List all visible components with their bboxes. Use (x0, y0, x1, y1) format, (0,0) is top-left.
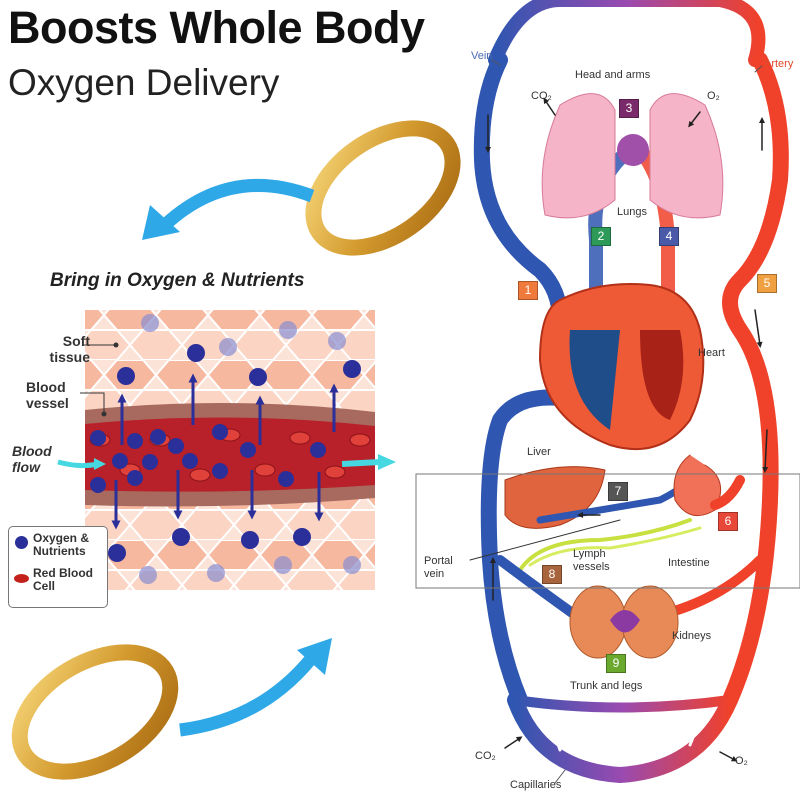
marker-8: 8 (542, 565, 562, 584)
headline: Boosts Whole Body (8, 2, 425, 53)
marker-9: 9 (606, 654, 626, 673)
curved-arrow-top-icon (142, 179, 315, 240)
curved-arrow-bottom-icon (179, 638, 332, 737)
gold-ring-bottom (11, 644, 179, 780)
label-o2-top: O₂ (707, 90, 720, 102)
label-heart: Heart (698, 347, 725, 359)
blood-vessel-diagram (57, 310, 396, 590)
vessel-diagram-title: Bring in Oxygen & Nutrients (50, 270, 305, 291)
label-vein: Vein (471, 50, 493, 62)
marker-4: 4 (659, 227, 679, 246)
legend-oxygen-nutrients: Oxygen & Nutrients (33, 531, 90, 558)
label-artery: Artery (764, 58, 794, 70)
label-lungs: Lungs (617, 206, 647, 218)
label-trunk-and-legs: Trunk and legs (570, 680, 643, 692)
marker-1: 1 (518, 281, 538, 300)
label-head-and-arms: Head and arms (575, 69, 651, 81)
label-soft-tissue: Soft tissue (49, 333, 90, 365)
label-o2-bottom: O₂ (735, 755, 748, 767)
label-co2-bottom: CO₂ (475, 750, 496, 762)
marker-3: 3 (619, 99, 639, 118)
label-portal-vein: Portal vein (424, 555, 453, 580)
gold-ring-top (305, 120, 461, 256)
marker-7: 7 (608, 482, 628, 501)
marker-2: 2 (591, 227, 611, 246)
marker-6: 6 (718, 512, 738, 531)
label-capillaries: Capillaries (510, 779, 562, 791)
circulatory-system-diagram (415, 0, 800, 784)
label-liver: Liver (527, 446, 551, 458)
label-co2-top: CO₂ (531, 90, 552, 102)
label-lymph-vessels: Lymph vessels (573, 548, 610, 573)
legend-red-blood-cell: Red Blood Cell (33, 566, 93, 593)
oxygen-nutrient-swatch (15, 536, 28, 549)
label-kidneys: Kidneys (672, 630, 712, 642)
legend: Oxygen & Nutrients Red Blood Cell (8, 526, 108, 608)
marker-5: 5 (757, 274, 777, 293)
subheadline: Oxygen Delivery (8, 62, 280, 103)
label-intestine: Intestine (668, 557, 710, 569)
red-blood-cell-swatch (14, 574, 29, 583)
label-blood-flow: Blood flow (12, 443, 52, 475)
label-blood-vessel: Blood vessel (26, 379, 69, 411)
